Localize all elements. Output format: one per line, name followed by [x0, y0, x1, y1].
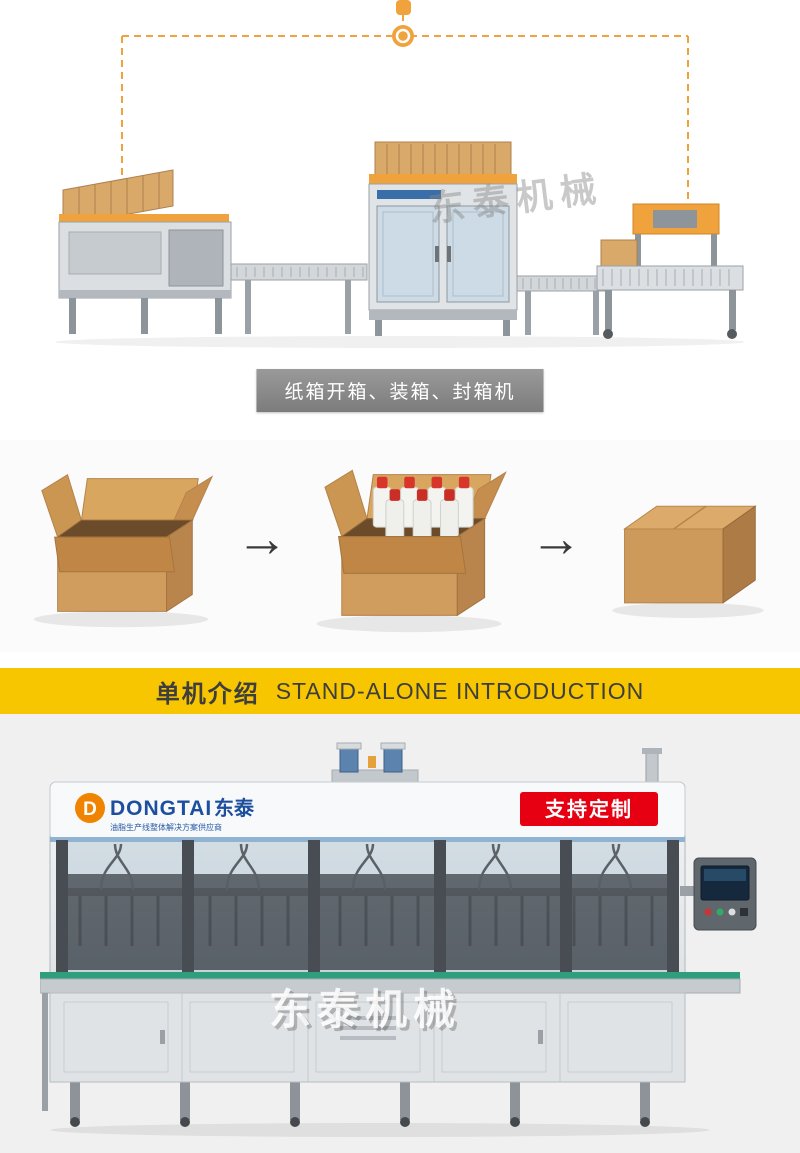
open-empty-carton	[33, 473, 214, 628]
carton-packed-with-bottles	[316, 469, 507, 633]
caption-text: 纸箱开箱、装箱、封箱机	[284, 382, 516, 403]
banner-title-en: STAND-ALONE INTRODUCTION	[275, 677, 645, 704]
filling-section	[56, 840, 679, 974]
carton-erector-machine	[58, 169, 232, 334]
reset-button	[728, 908, 736, 916]
customization-badge: 支持定制	[520, 792, 658, 826]
infeed-conveyor	[230, 263, 368, 334]
stop-button	[704, 908, 712, 916]
node-circle-icon	[392, 25, 414, 47]
badge-label: 支持定制	[545, 797, 633, 821]
case-sealer-machine	[596, 203, 744, 339]
section-banner: 单机介绍 STAND-ALONE INTRODUCTION	[0, 668, 800, 714]
caption-bar: 纸箱开箱、装箱、封箱机	[256, 369, 544, 412]
svg-text:东泰机械: 东泰机械	[269, 986, 461, 1033]
node-ring	[395, 28, 411, 44]
case-packer-machine	[368, 141, 518, 336]
carton-line-section: 东泰机械 纸箱开箱、装箱、封箱机 →	[0, 0, 800, 652]
arrow-right-icon: →	[530, 510, 582, 568]
bottles-front-row	[385, 489, 459, 543]
lower-cabinets	[49, 992, 686, 1083]
start-button	[716, 908, 724, 916]
arrow-right-icon: →	[236, 510, 288, 568]
control-panel	[680, 857, 757, 931]
logo-initial: D	[83, 799, 97, 820]
sealed-carton	[612, 505, 764, 618]
logo-text: DONGTAI	[110, 797, 212, 820]
machine-legs	[70, 1078, 650, 1127]
brand-logo: D DONGTAI 东泰 油脂生产线整体解决方案供应商	[75, 793, 255, 832]
carton-packaging-line-photo	[55, 141, 745, 348]
top-pin-icon	[396, 0, 411, 15]
logo-text-cn: 东泰	[214, 796, 255, 820]
filling-machine-section: D DONGTAI 东泰 油脂生产线整体解决方案供应商 支持定制	[0, 714, 800, 1153]
filling-machine-photo: D DONGTAI 东泰 油脂生产线整体解决方案供应商 支持定制	[40, 742, 757, 1137]
outfeed-conveyor	[516, 275, 610, 335]
exhaust-chimney	[642, 748, 662, 785]
brand-watermark: 东泰机械 东泰机械	[269, 986, 464, 1036]
banner-title-cn: 单机介绍	[155, 680, 260, 708]
logo-emblem-icon	[75, 793, 105, 823]
svg-text:东泰机械: 东泰机械	[272, 989, 464, 1036]
pneumatic-actuators	[331, 742, 419, 783]
packing-process-row: →	[0, 440, 800, 652]
selector-switch	[740, 908, 748, 916]
logo-tagline: 油脂生产线整体解决方案供应商	[110, 822, 222, 832]
connector-dashed-lines	[121, 0, 689, 212]
